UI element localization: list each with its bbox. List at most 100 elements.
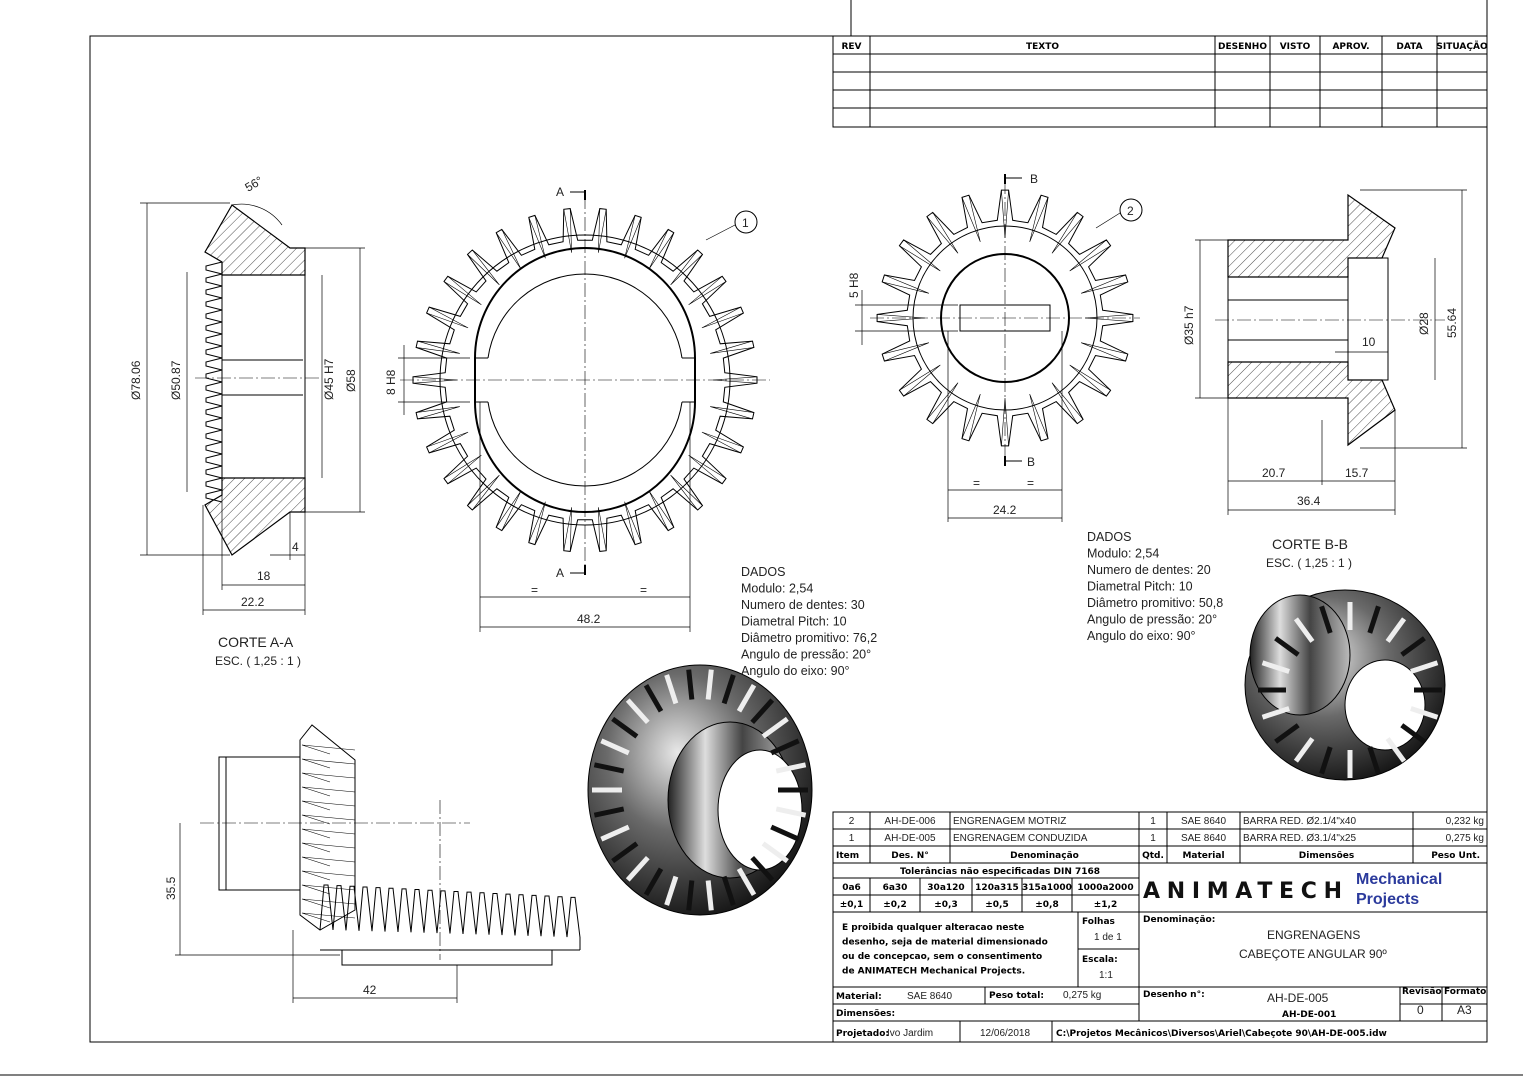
gear-tooth <box>1400 636 1426 657</box>
data-line: Angulo do eixo: 90° <box>1087 629 1196 643</box>
dimensoes-label: Dimensões: <box>836 1009 895 1019</box>
material-label: Material: <box>836 992 882 1002</box>
data-line: Diametral Pitch: 10 <box>741 615 847 629</box>
rev-header-4: APROV. <box>1332 42 1369 52</box>
denominacao-label: Denominação: <box>1143 915 1215 925</box>
logo-line-1: Mechanical <box>1356 871 1442 888</box>
parts-cell: ENGRENAGEM MOTRIZ <box>953 816 1066 827</box>
gear-tooth <box>705 669 714 700</box>
front-view-gear-2: B B 5 H8 = = 24.2 2 <box>847 172 1143 522</box>
dim-18: 18 <box>257 569 271 583</box>
notice-line: de ANIMATECH Mechanical Projects. <box>842 967 1025 977</box>
desenho-label: Desenho n°: <box>1143 990 1205 1000</box>
assembly-number: AH-DE-001 <box>1282 1010 1336 1020</box>
gear-tooth <box>1410 660 1439 674</box>
rev-header-5: DATA <box>1396 42 1422 52</box>
gear-tooth <box>1385 617 1407 643</box>
section-a-a-title: CORTE A-A <box>218 634 294 650</box>
parts-cell: 1 <box>1150 816 1156 827</box>
cut-label-b-bottom: B <box>1027 455 1035 469</box>
dim-bore-diameter: Ø45 H7 <box>322 358 336 400</box>
parts-cell: AH-DE-005 <box>884 833 936 844</box>
parts-header: Denominação <box>1010 851 1079 861</box>
rev-header-2: DESENHO <box>1218 42 1267 52</box>
escala-value: 1:1 <box>1099 970 1113 981</box>
dim-bore-diameter: Ø28 <box>1417 312 1431 335</box>
balloon-1-label: 1 <box>742 216 749 230</box>
tolerance-range: 315a1000 <box>1022 883 1072 893</box>
gear-tooth <box>686 669 695 700</box>
tolerance-value: ±0,8 <box>1035 900 1058 910</box>
cut-label-a-top: A <box>556 185 564 199</box>
tolerance-title: Tolerâncias não especificadas DIN 7168 <box>900 867 1100 877</box>
gear-tooth <box>761 716 789 739</box>
gear-tooth <box>1293 617 1315 643</box>
dim-10: 10 <box>1362 335 1376 349</box>
gear-tooth <box>1400 723 1426 744</box>
dim-24-2: 24.2 <box>993 503 1017 517</box>
gear-tooth <box>736 683 757 713</box>
parts-cell: 0,232 kg <box>1446 816 1484 827</box>
data-line: DADOS <box>741 565 785 579</box>
parts-header: Dimensões <box>1299 851 1354 861</box>
tolerance-value: ±1,2 <box>1094 900 1117 910</box>
gear-tooth <box>600 824 630 842</box>
section-view-b-b: Ø35 h7 Ø28 55.64 10 20.7 15.7 36.4 CORTE… <box>1182 189 1467 570</box>
gear-tooth <box>625 855 650 882</box>
gear-tooth <box>761 841 789 864</box>
gear-tooth <box>1367 605 1381 634</box>
data-line: Angulo de pressão: 20° <box>741 648 871 662</box>
parts-header: Qtd. <box>1142 851 1164 861</box>
notice-line: desenho, seja de material dimensionado <box>842 938 1048 948</box>
gear-tooth <box>600 738 630 756</box>
formato-label: Formato <box>1444 987 1486 997</box>
balloon-2 <box>1119 198 1143 222</box>
assembly-view: 35.5 42 <box>164 724 581 1003</box>
folhas-value: 1 de 1 <box>1094 932 1122 943</box>
dim-48-2: 48.2 <box>577 612 601 626</box>
dim-equal-2: = <box>1027 476 1034 490</box>
gear-tooth <box>593 806 625 818</box>
parts-header: Des. N° <box>891 851 929 861</box>
parts-cell: BARRA RED. Ø2.1/4"x40 <box>1243 816 1356 827</box>
data-line: Modulo: 2,54 <box>741 582 813 596</box>
gear-tooth <box>1274 723 1300 744</box>
dim-42: 42 <box>363 983 377 997</box>
parts-cell: 1 <box>1150 833 1156 844</box>
section-view-a-a: 56° Ø78.06 Ø50.87 Ø45 H7 Ø58 4 18 22.2 C… <box>129 173 365 668</box>
notice-line: E proibida qualquer alteracao neste <box>842 923 1024 933</box>
gear-tooth <box>611 716 639 739</box>
data-line: Angulo de pressão: 20° <box>1087 613 1217 627</box>
gear-tooth <box>770 738 800 756</box>
gear-tooth <box>775 806 807 818</box>
dim-equal-1: = <box>973 476 980 490</box>
gear-tooth <box>686 880 695 911</box>
dim-outer-diameter: 55.64 <box>1445 308 1459 338</box>
cut-label-a-bottom: A <box>556 566 564 580</box>
data-line: DADOS <box>1087 530 1131 544</box>
data-line: Angulo do eixo: 90° <box>741 664 850 678</box>
tolerance-range: 0a6 <box>842 883 861 893</box>
dim-35-5: 35.5 <box>164 876 178 900</box>
gear-tooth <box>1261 660 1290 674</box>
rev-header-6: SITUAÇÃO <box>1436 41 1488 52</box>
parts-cell: BARRA RED. Ø3.1/4"x25 <box>1243 833 1356 844</box>
section-a-a-scale: ESC. ( 1,25 : 1 ) <box>215 654 301 668</box>
parts-cell: SAE 8640 <box>1181 833 1226 844</box>
gear-tooth <box>1319 605 1333 634</box>
file-path: C:\Projetos Mecânicos\Diversos\Ariel\Cab… <box>1056 1029 1387 1039</box>
tolerance-value: ±0,1 <box>840 900 863 910</box>
dim-20-7: 20.7 <box>1262 466 1286 480</box>
parts-cell: 2 <box>849 816 855 827</box>
front-view-gear-1: A A 8 H8 = = 48.2 1 <box>384 185 770 632</box>
gear-tooth <box>721 875 736 906</box>
projetado-name: Ivo Jardim <box>887 1028 933 1039</box>
rev-header-3: VISTO <box>1280 42 1311 52</box>
tolerance-value: ±0,5 <box>985 900 1008 910</box>
data-line: Numero de dentes: 30 <box>741 598 865 612</box>
